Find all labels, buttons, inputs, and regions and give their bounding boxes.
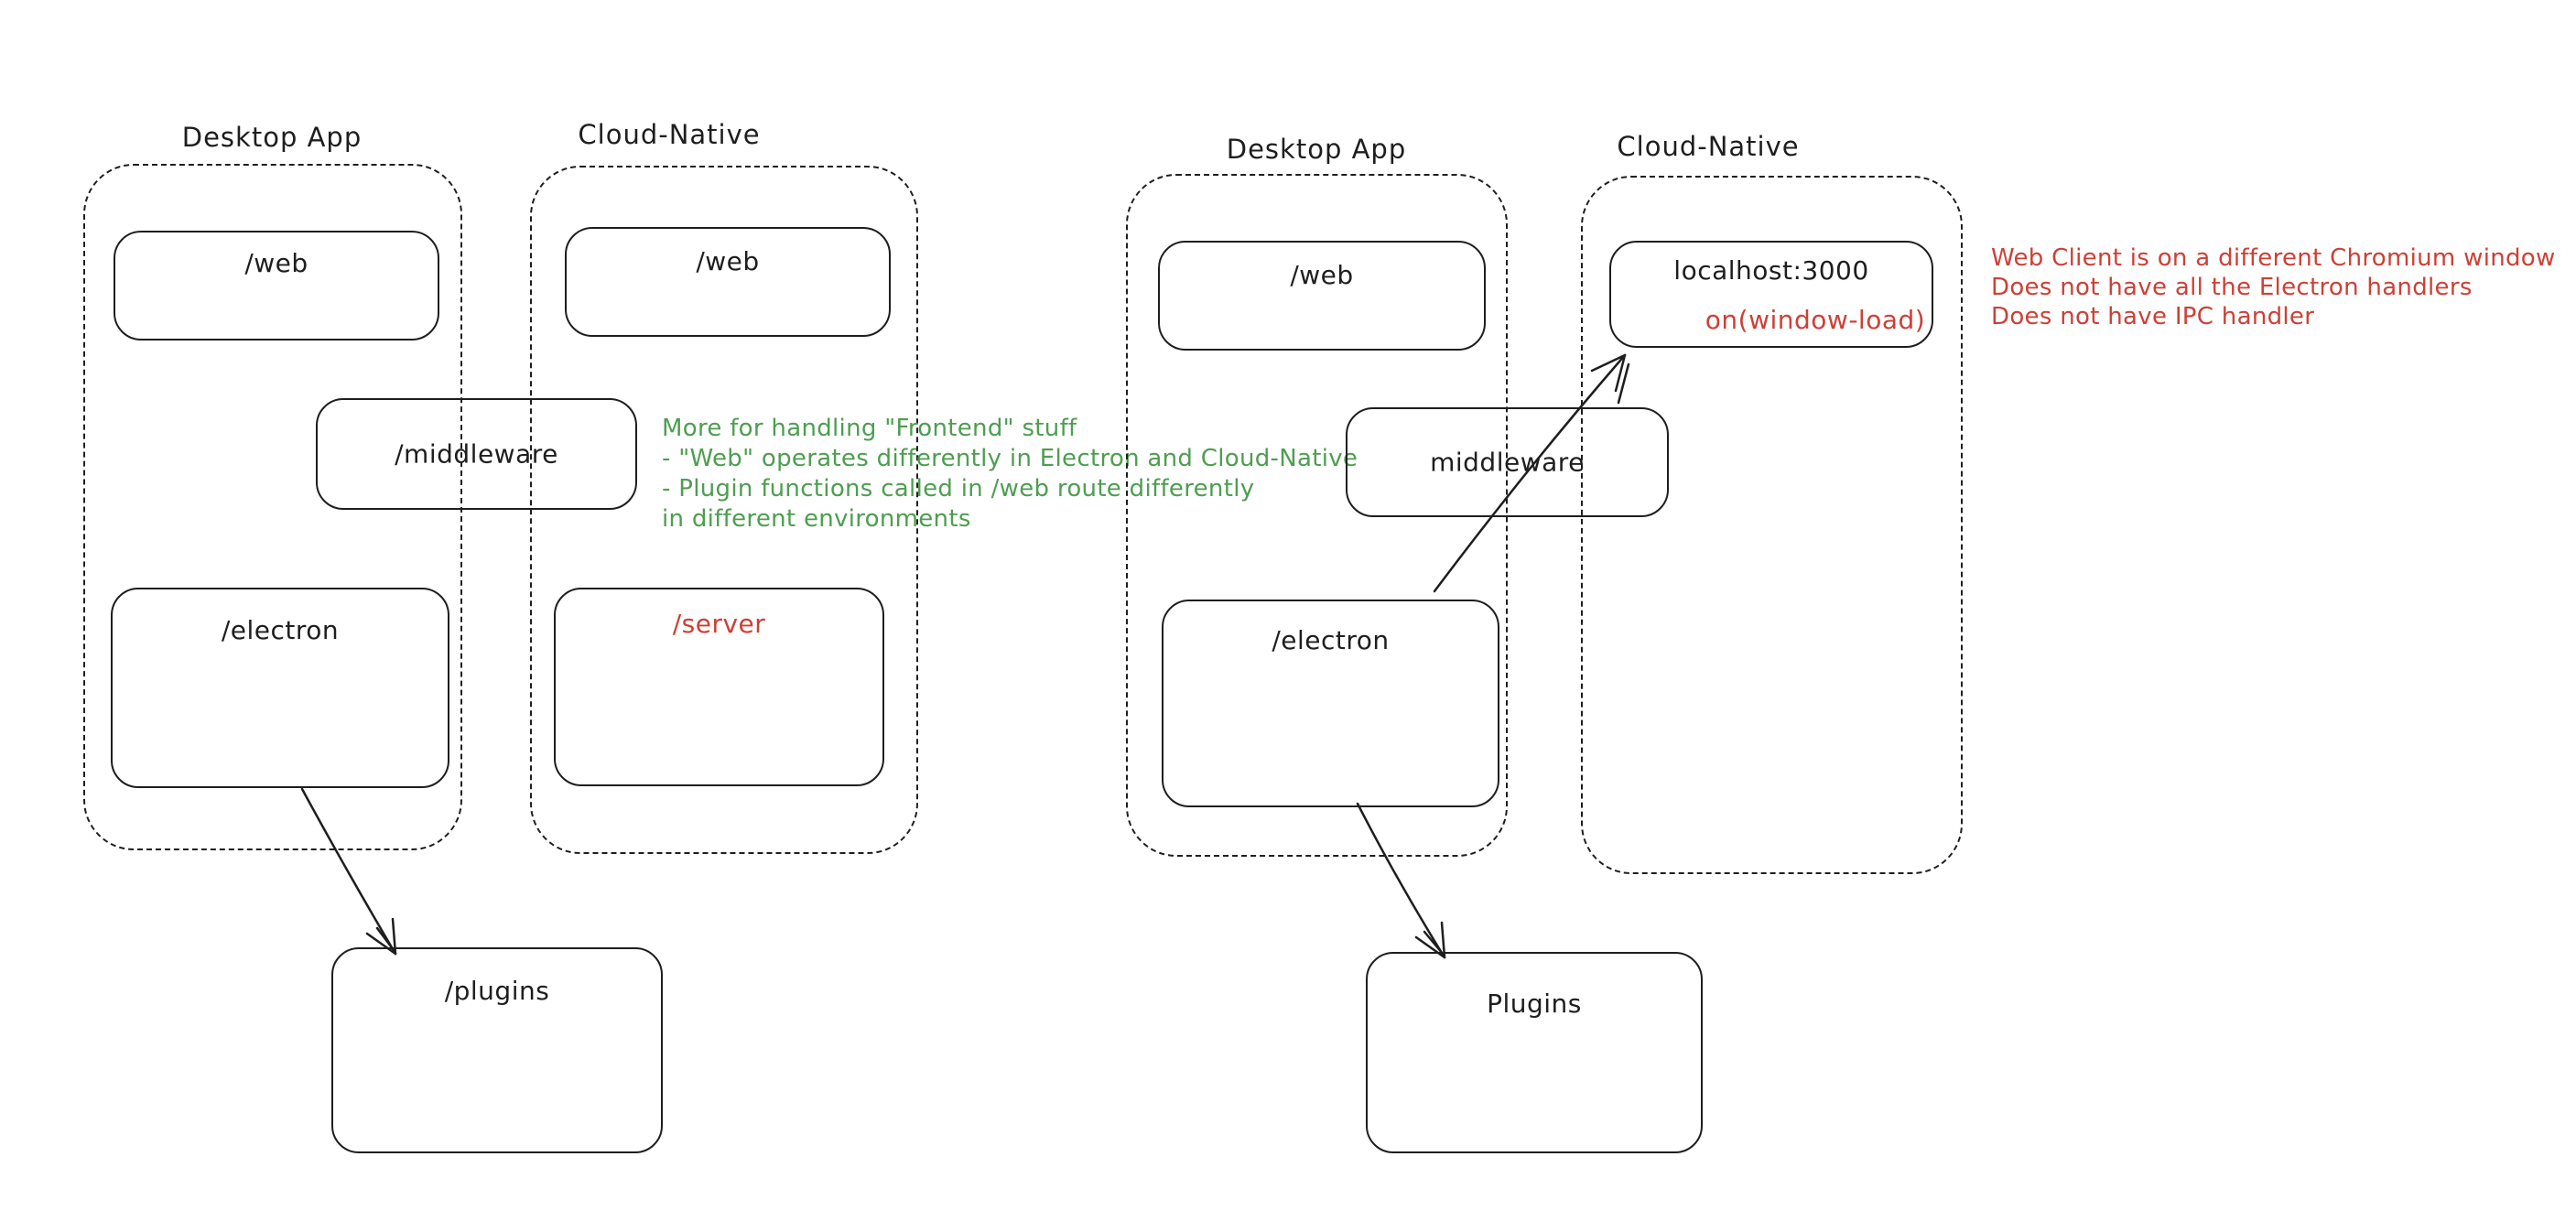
left-frontend-note: More for handling "Frontend" stuff - "We… [662, 414, 1358, 535]
left-server-label: /server [672, 609, 766, 639]
right-middleware-box: middleware [1346, 407, 1669, 517]
right-desktop-app-title: Desktop App [1226, 134, 1407, 165]
left-cloud-web-label: /web [696, 246, 760, 276]
note-line: in different environments [662, 505, 971, 533]
right-desktop-web-box: /web [1158, 241, 1486, 351]
left-plugins-box: /plugins [331, 947, 663, 1153]
on-window-load-label: on(window-load) [1705, 305, 1926, 335]
left-desktop-web-label: /web [244, 248, 308, 278]
note-line: Does not have all the Electron handlers [1991, 274, 2473, 301]
right-web-client-note: Web Client is on a different Chromium wi… [1991, 243, 2556, 331]
note-line: - Plugin functions called in /web route … [662, 475, 1255, 503]
right-cloud-native-title: Cloud-Native [1617, 131, 1800, 162]
localhost-label: localhost:3000 [1673, 255, 1869, 286]
right-electron-box: /electron [1162, 600, 1499, 807]
left-desktop-web-box: /web [114, 231, 439, 340]
right-middleware-label: middleware [1430, 447, 1585, 478]
right-localhost-box: localhost:3000 on(window-load) [1609, 241, 1933, 348]
note-line: Web Client is on a different Chromium wi… [1991, 244, 2556, 272]
left-desktop-app-container [83, 164, 462, 850]
left-server-box: /server [554, 588, 884, 786]
left-electron-box: /electron [111, 588, 449, 788]
note-line: - "Web" operates differently in Electron… [662, 445, 1358, 472]
left-cloud-web-box: /web [565, 227, 891, 337]
right-plugins-box: Plugins [1366, 952, 1703, 1153]
left-electron-label: /electron [221, 615, 340, 645]
right-desktop-web-label: /web [1290, 260, 1354, 290]
left-middleware-box: /middleware [316, 398, 637, 510]
left-cloud-native-title: Cloud-Native [578, 119, 761, 150]
right-plugins-label: Plugins [1487, 989, 1582, 1019]
note-line: Does not have IPC handler [1991, 303, 2315, 330]
left-desktop-app-title: Desktop App [181, 122, 363, 153]
left-middleware-label: /middleware [395, 438, 558, 470]
right-electron-label: /electron [1272, 625, 1390, 655]
left-plugins-label: /plugins [444, 976, 550, 1006]
left-cloud-native-container [530, 166, 918, 854]
note-line: More for handling "Frontend" stuff [662, 415, 1077, 442]
